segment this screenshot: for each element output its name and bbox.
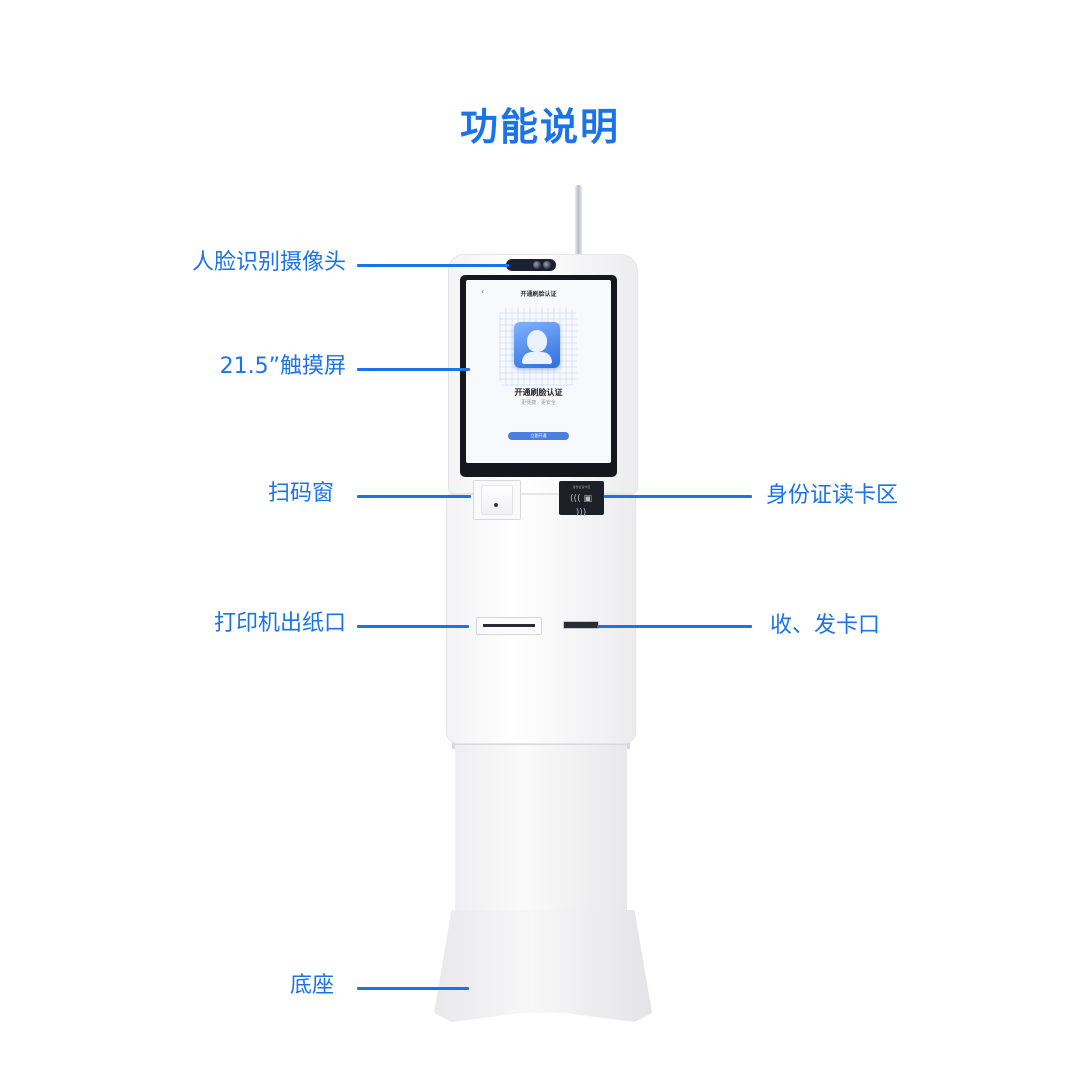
printer-outlet: [476, 617, 542, 635]
callout-line-touchscreen: [357, 368, 470, 371]
kiosk-base: [434, 910, 652, 1022]
face-head-shape: [527, 330, 547, 352]
nfc-icon: ((( ▣ ))): [570, 494, 592, 518]
id-card-reader: 身份证读卡区 ((( ▣ ))): [559, 481, 604, 518]
scan-glass: [481, 485, 513, 515]
face-scan-icon: [514, 322, 560, 368]
chevron-left-icon[interactable]: ‹: [481, 287, 485, 296]
screen-subline: 更便捷 · 更安全: [521, 400, 556, 406]
kiosk-antenna: [575, 185, 582, 265]
kiosk-neck: [452, 740, 630, 749]
label-card-slot: 收、发卡口: [770, 613, 881, 638]
label-camera: 人脸识别摄像头: [191, 250, 346, 275]
id-reader-caption: 身份证读卡区: [572, 485, 591, 489]
callout-line-camera: [357, 264, 509, 267]
callout-line-id-reader: [604, 495, 752, 498]
label-id-reader: 身份证读卡区: [766, 483, 899, 508]
scan-window: [473, 480, 521, 520]
activate-button[interactable]: 立即开通: [508, 432, 569, 440]
touchscreen[interactable]: ‹ 开通刷脸认证 开通刷脸认证 更便捷 · 更安全 立即开通: [466, 280, 611, 463]
callout-line-card-slot: [597, 625, 752, 628]
face-camera: [506, 259, 556, 271]
card-dispense-slot: [563, 621, 599, 629]
callout-line-printer: [357, 625, 469, 628]
camera-lens-icon: [533, 261, 541, 269]
label-touchscreen: 21.5”触摸屏: [219, 354, 346, 379]
scan-sensor-icon: [494, 503, 498, 507]
printer-slot-gap: [483, 624, 535, 627]
label-base: 底座: [289, 973, 334, 998]
callout-line-scanner: [357, 495, 471, 498]
label-printer: 打印机出纸口: [213, 611, 346, 636]
page-title: 功能说明: [459, 105, 620, 149]
screen-headline: 开通刷脸认证: [514, 388, 563, 397]
screen-header: 开通刷脸认证: [520, 291, 557, 298]
face-body-shape: [522, 352, 552, 364]
callout-line-base: [357, 987, 469, 990]
label-scanner: 扫码窗: [267, 481, 334, 506]
camera-lens-icon: [543, 261, 551, 269]
